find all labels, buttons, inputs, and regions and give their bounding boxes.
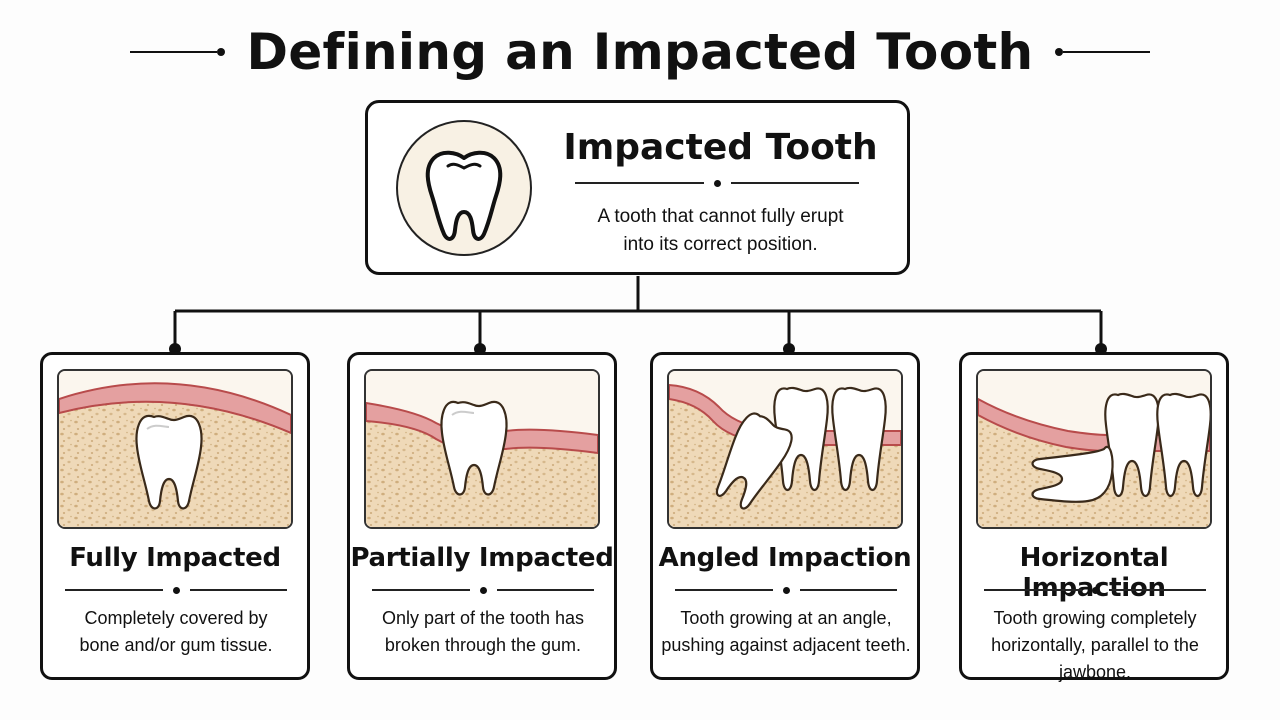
- fully-impacted-tooth-illustration: [57, 369, 293, 529]
- card-description-line2: bone and/or gum tissue.: [79, 635, 273, 655]
- card-title: Fully Impacted: [69, 543, 281, 573]
- card-angled-impaction: Angled Impaction Tooth growing at an ang…: [650, 352, 920, 680]
- title-row: Defining an Impacted Tooth: [0, 22, 1280, 82]
- hero-divider: [575, 179, 859, 187]
- definition-card: Impacted Tooth A tooth that cannot fully…: [365, 100, 910, 275]
- card-description: Completely covered by bone and/or gum ti…: [51, 605, 301, 659]
- card-fully-impacted: Fully Impacted Completely covered by bon…: [40, 352, 310, 680]
- card-description-line1: Tooth growing at an angle,: [680, 608, 892, 628]
- card-description-line1: Completely covered by: [84, 608, 268, 628]
- tooth-icon-circle: [396, 120, 532, 256]
- hero-description-line2: into its correct position.: [623, 234, 818, 255]
- card-title: Partially Impacted: [350, 543, 614, 573]
- card-description-line2: pushing against adjacent teeth.: [661, 635, 911, 655]
- hero-description-line1: A tooth that cannot fully erupt: [597, 206, 844, 227]
- card-description: Tooth growing at an angle, pushing again…: [661, 605, 911, 659]
- card-description: Only part of the tooth has broken throug…: [358, 605, 608, 659]
- card-partially-impacted: Partially Impacted Only part of the toot…: [347, 352, 617, 680]
- card-title: Angled Impaction: [658, 543, 912, 573]
- card-horizontal-impaction: Horizontal Impaction Tooth growing compl…: [959, 352, 1229, 682]
- card-divider: [675, 586, 897, 594]
- hero-title: Impacted Tooth: [563, 127, 878, 168]
- card-divider: [65, 586, 287, 594]
- card-description-line2: horizontally, parallel to the jawbone.: [991, 635, 1199, 682]
- card-title: Horizontal Impaction: [1019, 543, 1169, 603]
- horizontal-impaction-illustration: [976, 369, 1212, 529]
- card-description-line1: Tooth growing completely: [993, 608, 1197, 628]
- partially-impacted-tooth-illustration: [364, 369, 600, 529]
- page-title: Defining an Impacted Tooth: [246, 23, 1034, 81]
- card-divider: [372, 586, 594, 594]
- tooth-icon: [425, 150, 503, 241]
- card-description-line2: broken through the gum.: [384, 635, 582, 655]
- angled-impaction-illustration: [667, 369, 903, 529]
- title-rule-left: [129, 48, 225, 56]
- card-divider: [984, 586, 1206, 594]
- hero-description: A tooth that cannot fully erupt into its…: [563, 203, 878, 259]
- card-description-line1: Only part of the tooth has: [381, 608, 585, 628]
- title-rule-right: [1055, 48, 1151, 56]
- card-description: Tooth growing completely horizontally, p…: [970, 605, 1220, 686]
